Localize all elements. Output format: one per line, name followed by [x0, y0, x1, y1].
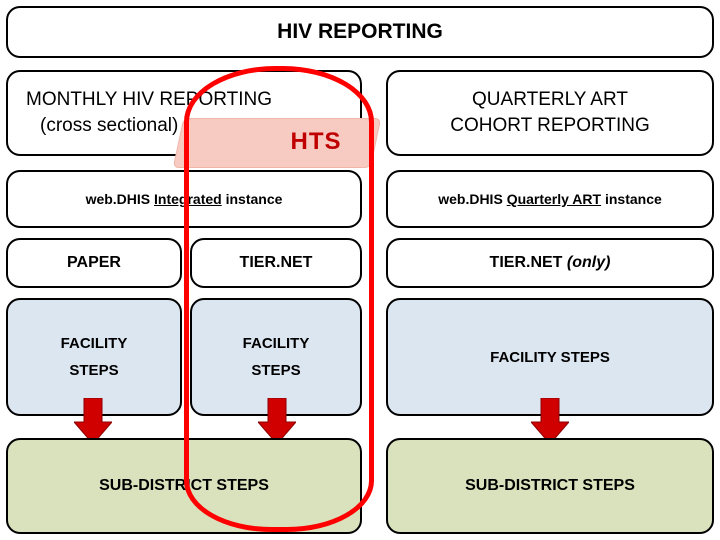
source-paper: PAPER: [6, 238, 182, 288]
sub-district-steps-right-label: SUB-DISTRICT STEPS: [465, 477, 635, 494]
header-quarterly-line1: QUARTERLY ART: [472, 89, 628, 111]
down-block-arrow-icon: [74, 398, 112, 444]
instance-quarterly-emphasis: Quarterly ART: [506, 191, 602, 207]
sub-district-steps-left-label: SUB-DISTRICT STEPS: [99, 477, 269, 494]
source-tier-only-label: TIER.NET: [489, 254, 567, 271]
page-title-text: HIV REPORTING: [277, 20, 443, 43]
facility-steps-tier-line1: FACILITY: [242, 335, 310, 352]
facility-steps-tier-line2: STEPS: [251, 362, 301, 379]
header-monthly-line2: (cross sectional): [40, 115, 179, 136]
facility-steps-quarterly: FACILITY STEPS: [386, 298, 714, 416]
facility-steps-paper-line2: STEPS: [69, 362, 119, 379]
header-quarterly-line2: COHORT REPORTING: [450, 115, 650, 136]
source-tier-net-only: TIER.NET (only): [386, 238, 714, 288]
source-tier-only-note: (only): [566, 254, 611, 271]
source-tier-net-label: TIER.NET: [239, 254, 313, 271]
instance-quarterly-art: web.DHIS Quarterly ART instance: [386, 170, 714, 228]
instance-quarterly-prefix: web.DHIS: [438, 191, 507, 207]
instance-integrated-suffix: instance: [221, 191, 283, 207]
sub-district-steps-right: SUB-DISTRICT STEPS: [386, 438, 714, 534]
hts-callout-label: HTS: [290, 128, 342, 155]
facility-steps-tier: FACILITY STEPS: [190, 298, 362, 416]
instance-integrated-emphasis: Integrated: [154, 191, 222, 207]
page-title: HIV REPORTING: [6, 6, 714, 58]
down-block-arrow-icon: [258, 398, 296, 444]
source-tier-net: TIER.NET: [190, 238, 362, 288]
header-quarterly-art-reporting: QUARTERLY ART COHORT REPORTING: [386, 70, 714, 156]
facility-steps-quarterly-label: FACILITY STEPS: [490, 348, 610, 366]
facility-steps-paper-line1: FACILITY: [60, 335, 128, 352]
instance-integrated-prefix: web.DHIS: [85, 191, 155, 207]
sub-district-steps-left: SUB-DISTRICT STEPS: [6, 438, 362, 534]
instance-integrated: web.DHIS Integrated instance: [6, 170, 362, 228]
instance-quarterly-suffix: instance: [601, 191, 662, 207]
facility-steps-paper: FACILITY STEPS: [6, 298, 182, 416]
down-block-arrow-icon: [531, 398, 569, 444]
header-monthly-line1: MONTHLY HIV REPORTING: [26, 89, 272, 111]
source-paper-label: PAPER: [67, 254, 121, 271]
